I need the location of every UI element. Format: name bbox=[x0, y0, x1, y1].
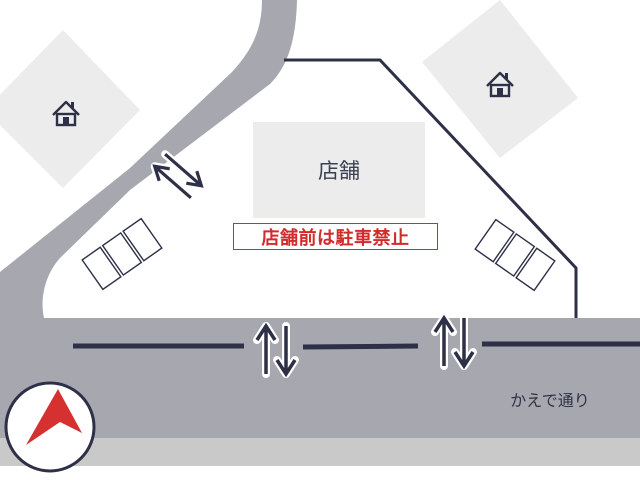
house-icon bbox=[486, 71, 514, 98]
shop-label: 店舗 bbox=[318, 159, 360, 183]
house-lot-left bbox=[0, 30, 140, 188]
parking-space bbox=[494, 232, 536, 278]
property-outline bbox=[284, 58, 578, 318]
house-icon bbox=[52, 100, 80, 127]
two-way-arrow-icon bbox=[150, 150, 206, 202]
parking-space bbox=[101, 231, 143, 277]
street-name-label: かえで通り bbox=[510, 391, 590, 410]
road-center-line bbox=[302, 343, 419, 350]
north-arrow-icon bbox=[4, 381, 96, 473]
parking-space bbox=[122, 217, 163, 262]
parking-space bbox=[474, 218, 515, 263]
two-way-arrow-icon bbox=[431, 314, 477, 370]
two-way-arrow-icon bbox=[253, 322, 299, 378]
parking-spaces-right bbox=[474, 218, 556, 292]
main-road bbox=[0, 318, 640, 438]
house-lot-right bbox=[422, 0, 578, 158]
parking-spaces-left bbox=[81, 217, 163, 291]
side-road bbox=[0, 0, 297, 318]
parking-space bbox=[515, 247, 556, 292]
no-parking-sign: 店舗前は駐車禁止 bbox=[233, 223, 438, 250]
shop-building bbox=[253, 122, 425, 218]
sidewalk-strip bbox=[0, 438, 640, 466]
parking-space bbox=[81, 246, 122, 291]
